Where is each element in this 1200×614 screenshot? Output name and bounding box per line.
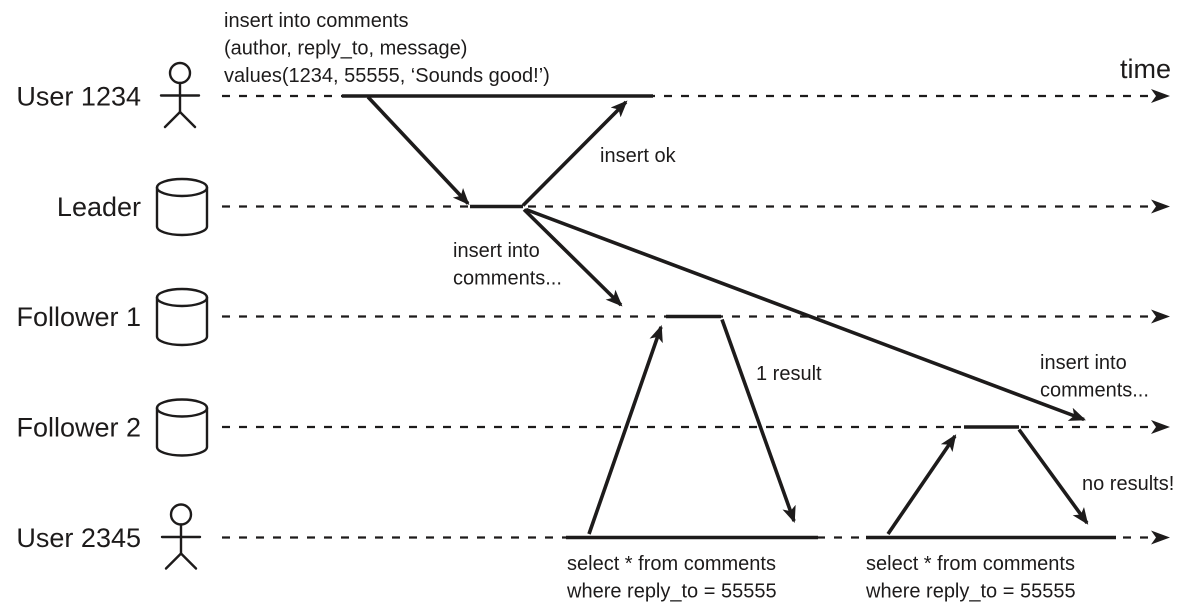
- arrow-replicate-leader-to-follower1: [522, 208, 623, 307]
- timeline-arrow-icon: [1151, 420, 1170, 434]
- arrow-select-user2345-to-follower2: [886, 434, 957, 536]
- replicate-follower1-line-1: insert into: [453, 240, 540, 262]
- insert-query-line-2: (author, reply_to, message): [224, 38, 467, 60]
- select-query-2-line-2: where reply_to = 55555: [865, 581, 1076, 603]
- replicate-follower1-line-2: comments...: [453, 268, 562, 290]
- timeline-arrow-icon: [1151, 530, 1170, 545]
- insert-ok-label: insert ok: [600, 145, 677, 167]
- actor-label-leader: Leader: [57, 192, 141, 222]
- time-axis-label: time: [1120, 54, 1171, 84]
- select-query-1-line-2: where reply_to = 55555: [566, 581, 777, 603]
- person-icon: [159, 61, 201, 129]
- timeline-arrow-icon: [1151, 199, 1170, 214]
- actor-label-user-1234: User 1234: [16, 82, 141, 112]
- person-icon: [160, 503, 202, 570]
- arrow-insert-ok-leader-to-user1234: [521, 100, 628, 207]
- actor-label-user-2345: User 2345: [16, 523, 141, 553]
- actor-label-follower-2: Follower 2: [16, 413, 141, 443]
- arrow-result-follower2-to-user2345: [1017, 428, 1089, 525]
- replicate-follower2-line-2: comments...: [1040, 380, 1149, 402]
- one-result-label: 1 result: [756, 363, 822, 385]
- insert-query-line-3: values(1234, 55555, ‘Sounds good!’): [224, 65, 550, 87]
- timeline-arrow-icon: [1151, 309, 1170, 324]
- actor-label-follower-1: Follower 1: [16, 302, 141, 332]
- select-query-2-line-1: select * from comments: [866, 553, 1075, 575]
- arrow-result-follower1-to-user2345: [720, 318, 796, 523]
- timeline-arrow-icon: [1151, 89, 1170, 103]
- no-results-label: no results!: [1082, 473, 1174, 495]
- database-icon: [155, 177, 209, 237]
- arrow-replicate-leader-to-follower2: [525, 207, 1086, 422]
- database-icon: [155, 398, 209, 457]
- insert-query-line-1: insert into comments: [224, 10, 409, 32]
- actor-labels: User 1234 Leader Follower 1 Follower 2 U…: [16, 82, 141, 554]
- message-arrows: [366, 95, 1089, 536]
- select-query-1-line-1: select * from comments: [567, 553, 776, 575]
- replicate-follower2-line-1: insert into: [1040, 352, 1127, 374]
- database-icon: [155, 287, 209, 347]
- activity-segments: [342, 94, 1116, 540]
- arrow-insert-user1234-to-leader: [366, 95, 470, 206]
- annotations: time insert into comments (author, reply…: [224, 10, 1174, 603]
- arrow-select-user2345-to-follower1: [587, 325, 663, 535]
